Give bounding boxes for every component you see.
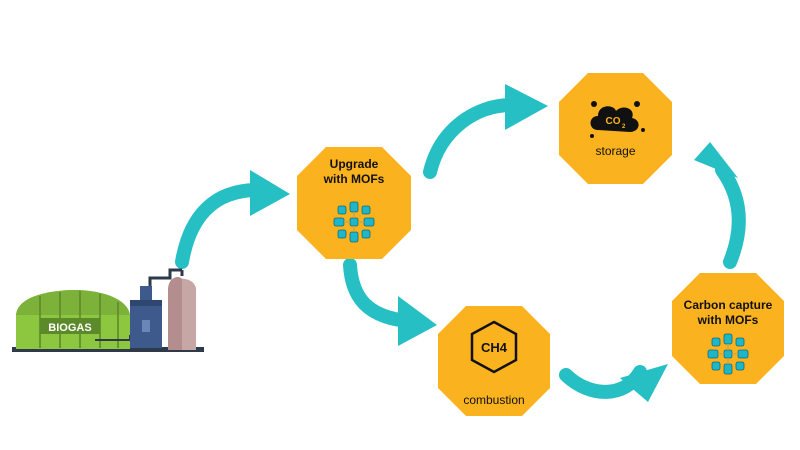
biogas-plant-illustration: BIOGAS xyxy=(12,268,204,352)
node-combustion: CH4 xyxy=(438,306,550,416)
upgrade-label-line2: with MOFs xyxy=(323,172,385,186)
svg-text:2: 2 xyxy=(622,124,626,130)
arrow-biogas-to-upgrade xyxy=(175,183,265,269)
upgrade-label: Upgrade with MOFs xyxy=(297,157,411,187)
node-carbon-capture-with-mofs xyxy=(672,273,784,384)
svg-text:CO: CO xyxy=(606,116,621,127)
arrowhead-upgrade-to-storage xyxy=(505,84,548,130)
arrow-upgrade-to-storage xyxy=(423,98,519,179)
combustion-label: combustion xyxy=(463,393,525,407)
carbon-capture-label-line2: with MOFs xyxy=(697,313,759,327)
node-storage: CO 2 xyxy=(559,73,672,184)
arrowhead-combustion-to-capture xyxy=(620,364,668,402)
carbon-capture-label: Carbon capture with MOFs xyxy=(672,298,784,328)
arrowhead-upgrade-to-combustion xyxy=(398,296,437,346)
node-upgrade-with-mofs xyxy=(297,147,411,259)
arrow-upgrade-to-combustion xyxy=(343,258,407,327)
arrowhead-biogas-to-upgrade xyxy=(250,170,290,216)
mof-crystal-icon xyxy=(707,333,749,375)
arrow-capture-to-storage xyxy=(715,163,746,269)
upgrade-label-line1: Upgrade xyxy=(329,157,379,171)
carbon-capture-label-line1: Carbon capture xyxy=(683,298,773,312)
ch4-hexagon-icon: CH4 xyxy=(470,320,518,374)
mof-crystal-icon xyxy=(333,201,375,243)
arrowhead-capture-to-storage xyxy=(694,142,738,178)
biogas-label: BIOGAS xyxy=(48,322,91,334)
storage-label: storage xyxy=(595,144,636,158)
svg-text:CH4: CH4 xyxy=(481,340,508,355)
co2-cloud-icon: CO 2 xyxy=(590,101,645,138)
